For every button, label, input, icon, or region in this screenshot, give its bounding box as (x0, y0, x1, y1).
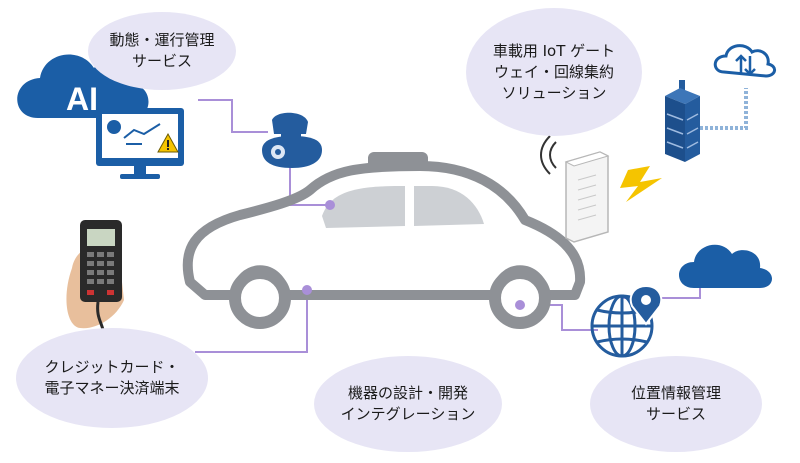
payment-terminal-icon (66, 220, 124, 335)
service-bubble-iot-line: ソリューション (501, 83, 607, 102)
camera-icon (262, 112, 322, 168)
gateway-router-icon (564, 151, 610, 243)
service-bubble-location: 位置情報管理 サービス (590, 356, 762, 452)
service-bubble-payment-line: クレジットカード・ (44, 358, 180, 376)
connector-payment-car (195, 292, 308, 353)
service-bubble-integration-line: インテグレーション (340, 405, 476, 423)
lightning-icon (620, 166, 662, 202)
service-bubble-ops-line: 動態・運行管理 (109, 31, 215, 49)
service-bubble-location-line: 位置情報管理 (630, 384, 721, 402)
location-pin-icon (629, 284, 663, 326)
connector-ai-camera (198, 99, 268, 133)
connector-dot-wheel (515, 300, 525, 310)
service-bubble-location-line: サービス (645, 405, 706, 423)
service-bubble-payment: クレジットカード・ 電子マネー決済端末 (16, 328, 208, 428)
monitor-icon (96, 108, 184, 179)
cloud-icon (679, 244, 772, 288)
service-bubble-ops: 動態・運行管理 サービス (88, 12, 236, 90)
car-body (182, 161, 586, 300)
service-bubble-iot: 車載用 IoT ゲート ウェイ・回線集約 ソリューション (466, 8, 642, 136)
car-illustration (182, 152, 586, 329)
car-wheel-front (489, 267, 551, 329)
service-bubble-iot-line: ウェイ・回線集約 (493, 62, 614, 81)
ai-label: AI (66, 81, 98, 117)
service-bubble-integration-line: 機器の設計・開発 (347, 384, 468, 402)
car-wheel-rear (229, 267, 291, 329)
connector-dot-window (325, 200, 335, 210)
service-bubble-integration: 機器の設計・開発 インテグレーション (314, 356, 502, 452)
connector-dot-body (302, 285, 312, 295)
warning-icon (157, 132, 179, 153)
service-bubble-payment-line: 電子マネー決済端末 (44, 379, 180, 397)
server-cloud-link (700, 88, 748, 130)
service-bubble-iot-line: 車載用 IoT ゲート (492, 41, 616, 60)
server-icon (665, 80, 700, 162)
car-window-rear (322, 186, 405, 228)
upload-download-icon (713, 44, 776, 78)
connector-dots (302, 200, 525, 310)
globe-icon (590, 294, 654, 358)
service-bubble-ops-line: サービス (131, 52, 192, 70)
car-window-front (414, 186, 484, 226)
wifi-icon (540, 135, 557, 175)
